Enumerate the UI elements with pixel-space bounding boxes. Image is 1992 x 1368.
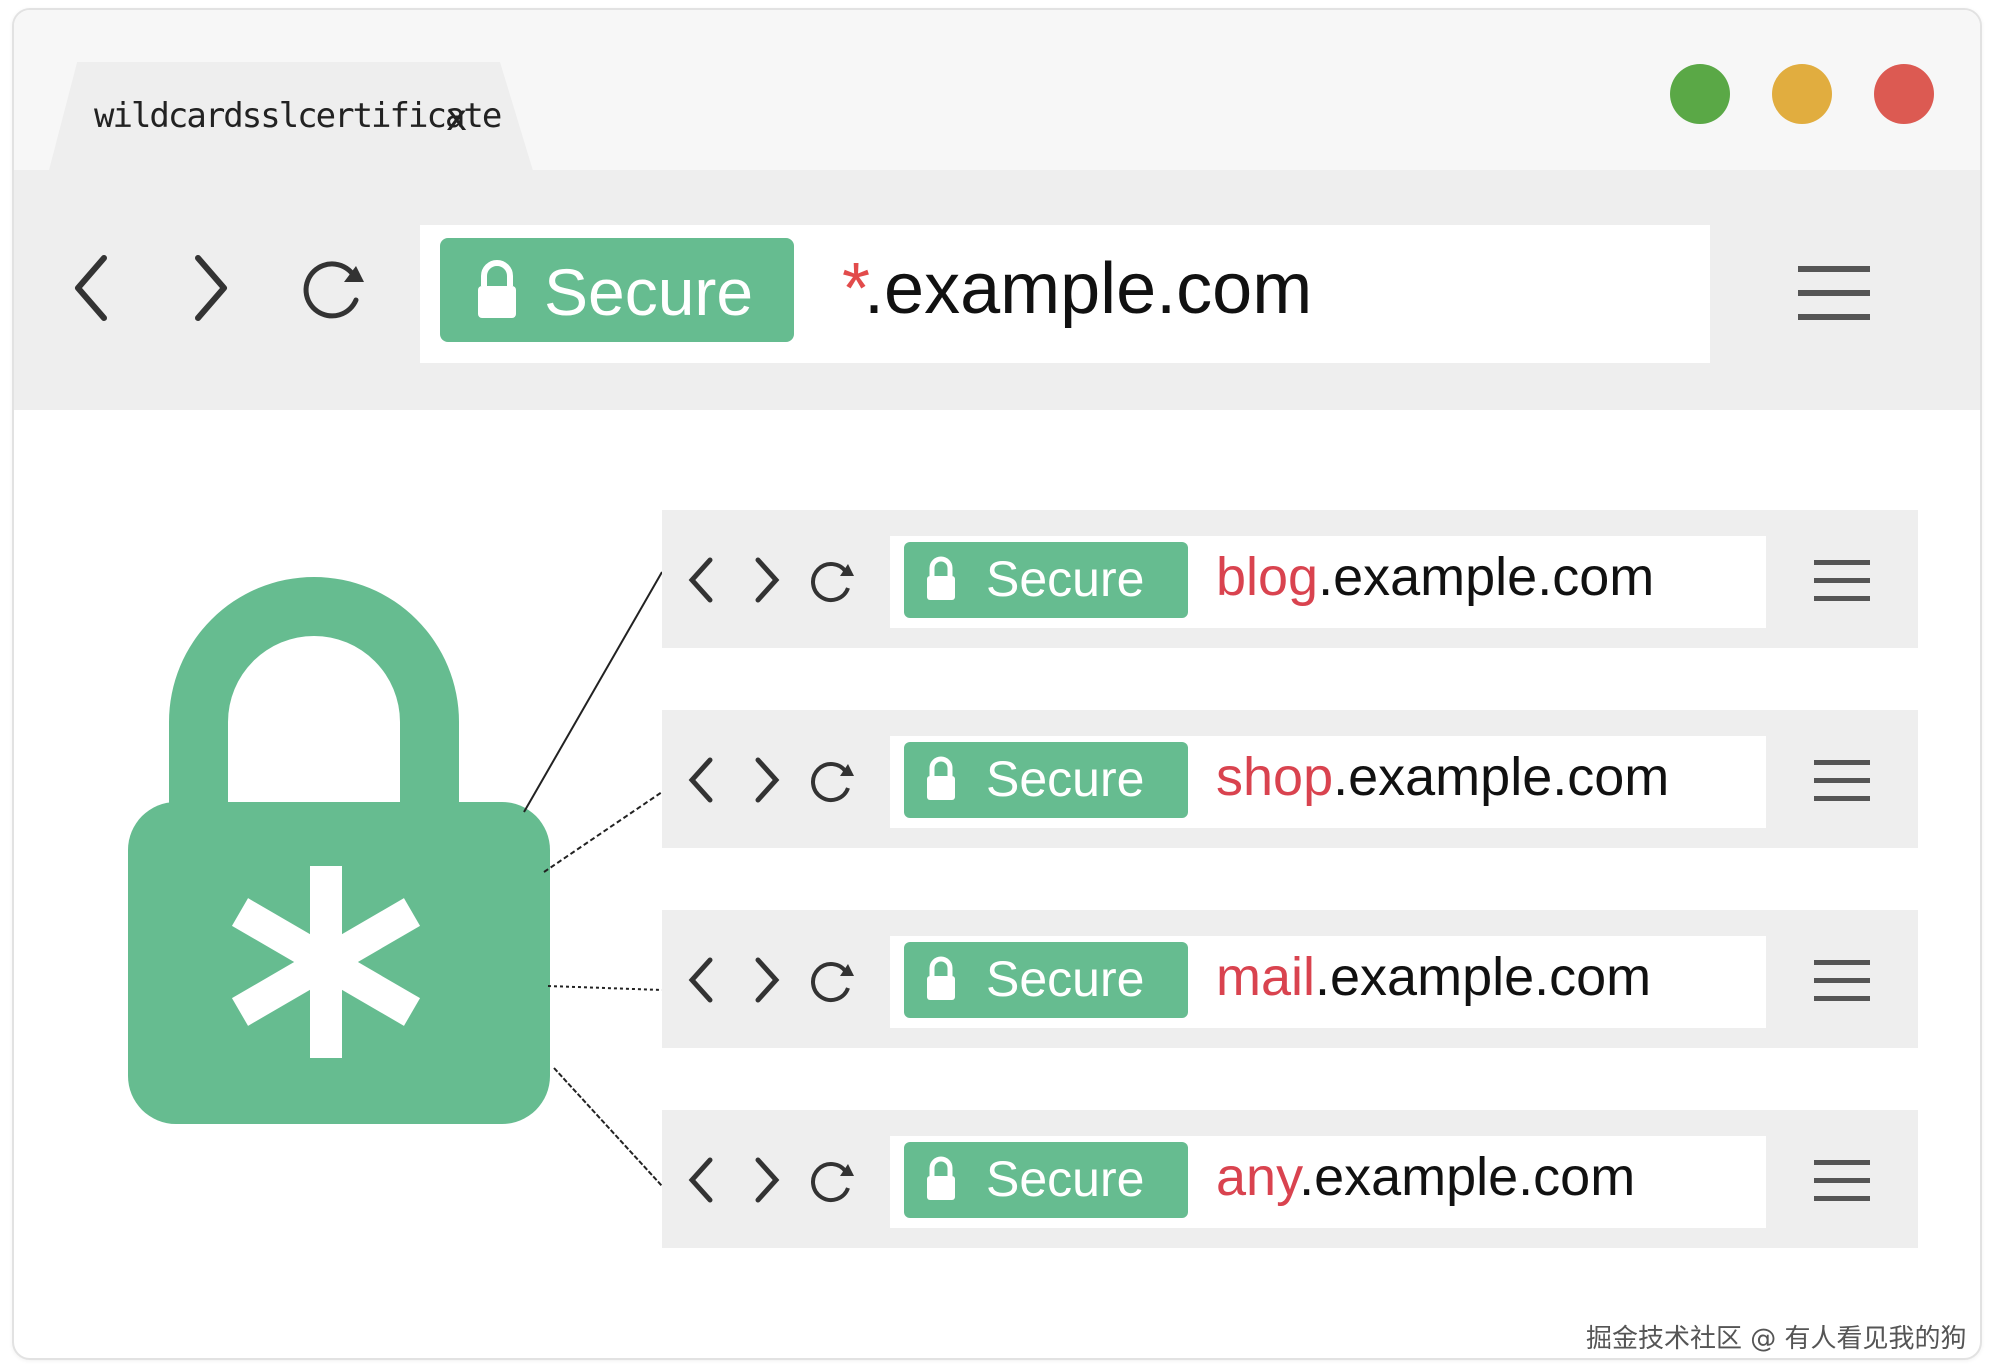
url-domain: .example.com [1299, 1147, 1636, 1207]
lock-icon [927, 1156, 955, 1200]
connector-lines [523, 571, 663, 1187]
address-url[interactable]: any.example.com [1216, 1146, 1635, 1208]
browser-window: wildcardsslcertificate x Secure *.exampl… [12, 8, 1982, 1360]
forward-icon[interactable] [748, 554, 784, 606]
url-domain: .example.com [1333, 747, 1670, 807]
url-domain: .example.com [1315, 947, 1652, 1007]
url-domain: .example.com [864, 249, 1313, 329]
tab-title: wildcardsslcertificate [94, 96, 502, 136]
forward-icon[interactable] [180, 248, 240, 328]
browser-tab[interactable] [48, 62, 534, 174]
window-maximize-button[interactable] [1772, 64, 1832, 124]
wildcard-star: * [842, 249, 871, 329]
window-close-button[interactable] [1874, 64, 1934, 124]
forward-icon[interactable] [748, 1154, 784, 1206]
menu-icon[interactable] [1812, 556, 1872, 606]
address-url[interactable]: shop.example.com [1216, 746, 1669, 808]
padlock-icon [128, 577, 550, 1124]
subdomain-text: blog [1216, 547, 1319, 607]
menu-icon[interactable] [1812, 1156, 1872, 1206]
secure-label: Secure [986, 751, 1145, 807]
lock-icon [478, 260, 516, 318]
lock-icon [927, 556, 955, 600]
menu-icon[interactable] [1794, 258, 1874, 330]
address-url[interactable]: mail.example.com [1216, 946, 1651, 1008]
back-icon[interactable] [684, 754, 720, 806]
reload-icon[interactable] [806, 756, 858, 804]
back-icon[interactable] [684, 954, 720, 1006]
subdomain-text: mail [1216, 947, 1316, 1007]
lock-icon [927, 756, 955, 800]
subdomain-text: shop [1216, 747, 1334, 807]
reload-icon[interactable] [806, 556, 858, 604]
watermark: 掘金技术社区 @ 有人看见我的狗吗 [1586, 1324, 1967, 1354]
reload-icon[interactable] [806, 1156, 858, 1204]
menu-icon[interactable] [1812, 756, 1872, 806]
forward-icon[interactable] [748, 954, 784, 1006]
secure-label: Secure [544, 255, 754, 329]
address-url[interactable]: *.example.com [842, 248, 1312, 330]
lock-icon [927, 956, 955, 1000]
reload-icon[interactable] [806, 956, 858, 1004]
forward-icon[interactable] [748, 754, 784, 806]
back-icon[interactable] [684, 554, 720, 606]
window-minimize-button[interactable] [1670, 64, 1730, 124]
menu-icon[interactable] [1812, 956, 1872, 1006]
subdomain-browser-bar: Secure shop.example.com [662, 710, 1918, 848]
address-url[interactable]: blog.example.com [1216, 546, 1654, 608]
secure-label: Secure [986, 951, 1145, 1007]
back-icon[interactable] [66, 248, 126, 328]
subdomain-browser-bar: Secure mail.example.com [662, 910, 1918, 1048]
secure-label: Secure [986, 551, 1145, 607]
secure-label: Secure [986, 1151, 1145, 1207]
subdomain-browser-bar: Secure blog.example.com [662, 510, 1918, 648]
reload-icon[interactable] [296, 254, 376, 324]
subdomain-text: any [1216, 1147, 1300, 1207]
back-icon[interactable] [684, 1154, 720, 1206]
subdomain-browser-bar: Secure any.example.com [662, 1110, 1918, 1248]
url-domain: .example.com [1318, 547, 1655, 607]
tab-close-icon[interactable]: x [446, 98, 468, 139]
